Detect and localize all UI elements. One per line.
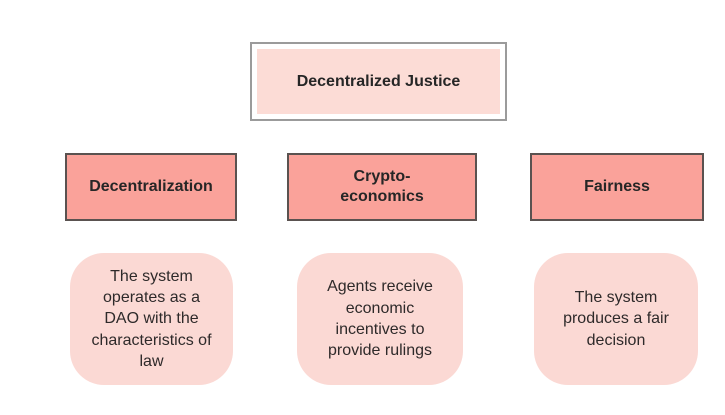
node-label: Decentralized Justice (296, 72, 461, 90)
node-fairness: Fairness (530, 153, 704, 221)
node-decentralized-justice: Decentralized Justice (250, 42, 507, 121)
desc-crypto-economics: Agents receive economic incentives to pr… (297, 253, 463, 385)
node-label: Fairness (584, 178, 650, 195)
node-label: Crypto- economics (340, 168, 424, 205)
description-text: Agents receive economic incentives to pr… (327, 278, 433, 360)
node-crypto-economics: Crypto- economics (287, 153, 477, 221)
desc-decentralization: The system operates as a DAO with the ch… (70, 253, 233, 385)
node-decentralization: Decentralization (65, 153, 237, 221)
node-label: Decentralization (89, 178, 213, 195)
description-text: The system produces a fair decision (563, 289, 669, 349)
desc-fairness: The system produces a fair decision (534, 253, 698, 385)
description-text: The system operates as a DAO with the ch… (91, 267, 212, 370)
